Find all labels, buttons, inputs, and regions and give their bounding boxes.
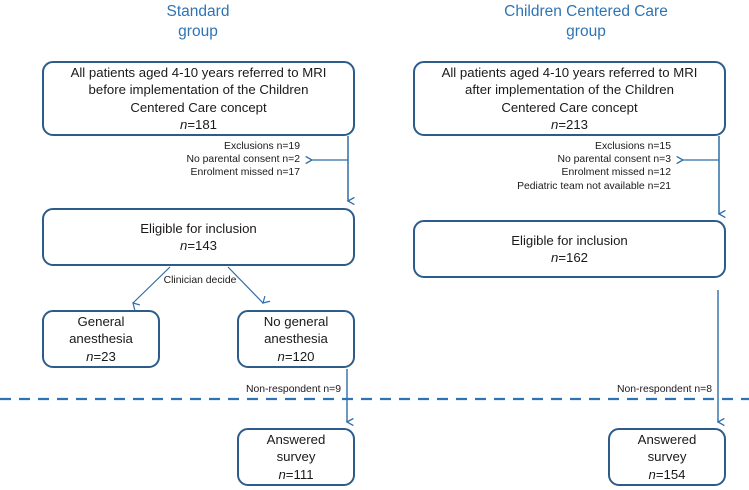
n-value: =23 xyxy=(93,348,116,364)
node-ccc-enrolled: All patients aged 4-10 years referred to… xyxy=(413,61,726,136)
note-standard-exclusions: Exclusions n=19 No parental consent n=2 … xyxy=(186,141,300,179)
node-count: n=154 xyxy=(648,466,685,484)
node-ccc-answered-survey: Answered survey n=154 xyxy=(608,428,726,486)
n-italic: n xyxy=(179,238,188,253)
node-line: Answered xyxy=(266,431,326,447)
n-italic: n xyxy=(550,250,559,265)
n-italic: n xyxy=(277,348,285,364)
n-value: =154 xyxy=(655,466,686,482)
node-count: n=162 xyxy=(551,249,588,267)
n-italic: n xyxy=(648,466,656,482)
note-ccc-non-respondent: Non-respondent n=8 xyxy=(616,384,712,395)
node-standard-eligible: Eligible for inclusion n=143 xyxy=(42,208,355,266)
n-value: =143 xyxy=(187,238,218,253)
node-ccc-eligible: Eligible for inclusion n=162 xyxy=(413,220,726,278)
node-line: Eligible for inclusion xyxy=(140,220,257,236)
node-standard-general-anesthesia: General anesthesia n=23 xyxy=(42,310,160,368)
node-line: survey xyxy=(276,449,316,465)
node-count: n=213 xyxy=(551,116,588,134)
n-italic: n xyxy=(86,348,94,364)
node-line: Centered Care concept xyxy=(130,99,267,115)
node-line: Answered xyxy=(637,431,697,447)
node-line: General xyxy=(77,313,125,329)
n-italic: n xyxy=(179,117,188,132)
column-title-children-centered-care: Children Centered Care group xyxy=(504,3,668,40)
node-count: n=23 xyxy=(86,348,116,366)
n-value: =162 xyxy=(558,250,589,265)
node-count: n=143 xyxy=(180,237,217,255)
node-count: n=181 xyxy=(180,116,217,134)
label-clinician-decide: Clinician decide xyxy=(163,275,237,286)
n-italic: n xyxy=(550,117,559,132)
node-standard-enrolled: All patients aged 4-10 years referred to… xyxy=(42,61,355,136)
node-count: n=111 xyxy=(278,466,313,484)
node-line: anesthesia xyxy=(264,331,328,347)
n-value: =111 xyxy=(285,466,314,482)
node-line: survey xyxy=(647,449,687,465)
note-ccc-exclusions: Exclusions n=15 No parental consent n=3 … xyxy=(517,141,671,192)
node-line: All patients aged 4-10 years referred to… xyxy=(70,64,327,80)
n-value: =213 xyxy=(558,117,589,132)
node-standard-answered-survey: Answered survey n=111 xyxy=(237,428,355,486)
note-standard-non-respondent: Non-respondent n=9 xyxy=(245,384,341,395)
node-line: No general xyxy=(263,313,329,329)
node-standard-no-general-anesthesia: No general anesthesia n=120 xyxy=(237,310,355,368)
node-line: before implementation of the Children xyxy=(88,82,309,97)
node-line: Eligible for inclusion xyxy=(511,232,628,248)
node-line: Centered Care concept xyxy=(501,99,638,115)
n-value: =120 xyxy=(284,348,315,364)
n-italic: n xyxy=(278,466,286,482)
column-title-standard: Standard group xyxy=(166,3,230,40)
node-line: after implementation of the Children xyxy=(465,82,674,97)
node-line: anesthesia xyxy=(69,331,133,347)
node-count: n=120 xyxy=(277,348,314,366)
node-line: All patients aged 4-10 years referred to… xyxy=(441,64,698,80)
n-value: =181 xyxy=(187,117,218,132)
